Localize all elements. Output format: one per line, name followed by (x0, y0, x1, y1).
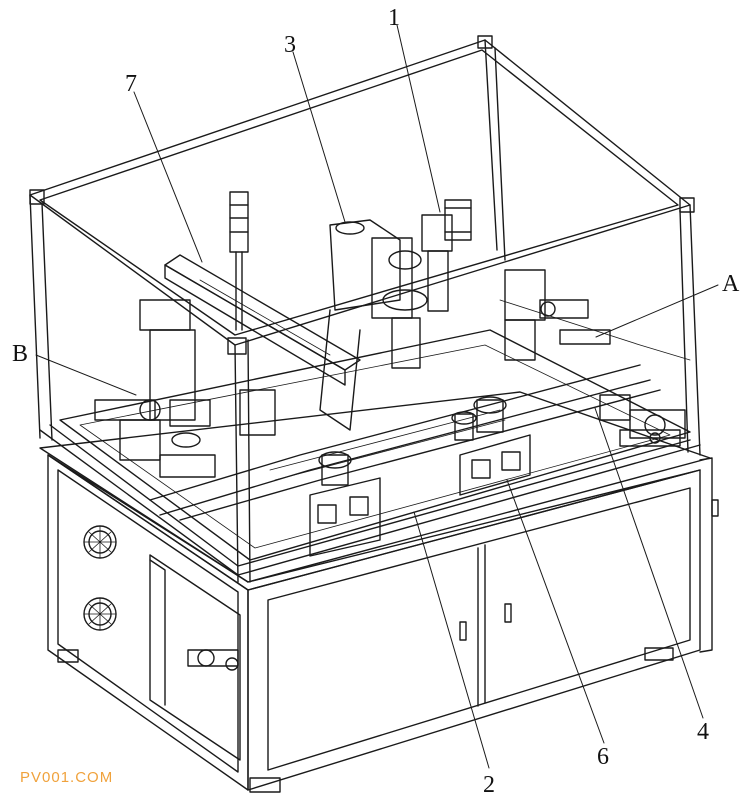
label-A: A (722, 271, 740, 297)
gantry-rail-7 (164, 254, 361, 386)
watermark: PV001.COM (20, 769, 114, 786)
leader-7 (133, 91, 203, 263)
stack-light (229, 191, 249, 331)
leader-3 (292, 51, 346, 223)
label-2: 2 (483, 772, 495, 798)
cabinet-base (39, 391, 711, 793)
scara-robot (319, 219, 428, 431)
deck-plate (59, 329, 691, 561)
leader-2 (413, 511, 490, 769)
leader-A (595, 284, 719, 338)
leader-lines (35, 24, 719, 769)
module-blocks-6 (309, 396, 531, 557)
cylinder-unit-1 (421, 199, 472, 312)
module-A (499, 269, 691, 439)
leader-1 (396, 24, 441, 213)
enclosure-frame (29, 35, 701, 583)
label-4: 4 (697, 719, 709, 745)
right-feet-detail (619, 429, 719, 653)
conveyor-track (149, 364, 661, 521)
label-6: 6 (597, 744, 609, 770)
label-3: 3 (284, 32, 296, 58)
label-B: B (12, 341, 29, 367)
module-B (94, 299, 276, 478)
label-7: 7 (125, 71, 137, 97)
leader-6 (506, 479, 605, 744)
leader-B (35, 354, 137, 396)
leader-4 (594, 407, 704, 719)
label-1: 1 (388, 5, 400, 31)
